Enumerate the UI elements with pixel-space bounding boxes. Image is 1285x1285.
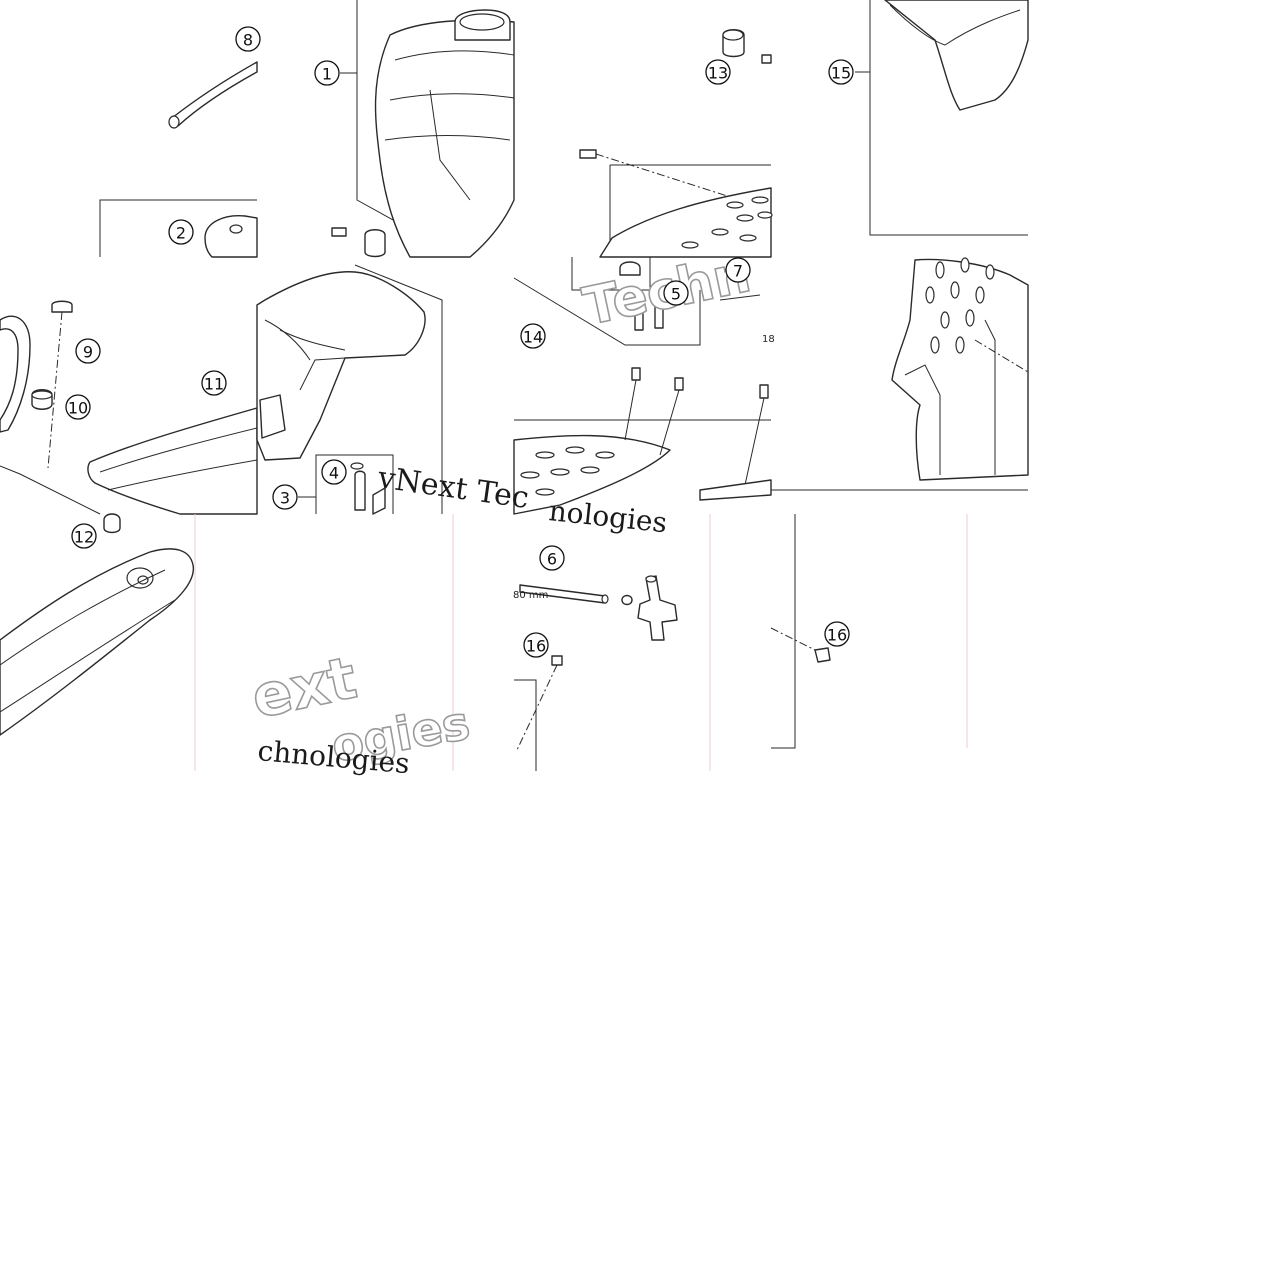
tile-shroud-top bbox=[855, 0, 1029, 236]
svg-text:14: 14 bbox=[523, 328, 543, 347]
tile-hose-cap bbox=[99, 61, 258, 258]
callout-7: 7 bbox=[725, 257, 751, 283]
grommet bbox=[354, 470, 366, 511]
filler-cap bbox=[204, 215, 258, 258]
callout-4: 4 bbox=[321, 459, 347, 485]
callout-11: 11 bbox=[201, 370, 227, 396]
tile-side-panel bbox=[256, 264, 443, 515]
callout-8: 8 bbox=[235, 26, 261, 52]
tile-fuel-tank bbox=[331, 0, 515, 258]
callout-2: 2 bbox=[168, 219, 194, 245]
callout-16b: 16 bbox=[824, 621, 850, 647]
svg-text:16: 16 bbox=[526, 637, 546, 656]
vent-hose bbox=[171, 61, 258, 127]
svg-text:5: 5 bbox=[671, 285, 681, 304]
svg-text:9: 9 bbox=[83, 343, 93, 362]
svg-text:12: 12 bbox=[74, 528, 94, 547]
fuel-tap bbox=[637, 575, 678, 641]
callout-15: 15 bbox=[828, 59, 854, 85]
fuel-pad bbox=[87, 407, 258, 515]
shroud bbox=[884, 0, 1029, 111]
rubber-bushing bbox=[364, 229, 386, 258]
callout-6: 6 bbox=[539, 545, 565, 571]
svg-text:16: 16 bbox=[827, 626, 847, 645]
tile-bolt bbox=[770, 514, 831, 749]
callout-12: 12 bbox=[71, 513, 121, 549]
callout-9: 9 bbox=[75, 338, 101, 364]
mount-bolt bbox=[631, 367, 641, 381]
skid-plate-holes bbox=[681, 196, 773, 249]
callout-16a: 16 bbox=[523, 632, 549, 658]
callout-3: 3 bbox=[272, 484, 298, 510]
hose-length-label: 80 mm bbox=[513, 590, 548, 601]
svg-text:11: 11 bbox=[204, 375, 224, 394]
svg-text:4: 4 bbox=[329, 464, 339, 483]
tile-skid-plate-top bbox=[579, 29, 773, 258]
tile-long-cover bbox=[0, 548, 195, 736]
bolt bbox=[619, 261, 641, 276]
dimension-fragment: 18 bbox=[762, 334, 775, 345]
skid-plate-lower-holes bbox=[520, 446, 615, 496]
bolt bbox=[579, 149, 597, 159]
svg-text:13: 13 bbox=[708, 64, 728, 83]
watermark-serif-b: nologies bbox=[547, 494, 668, 539]
hose-loop bbox=[0, 315, 31, 433]
bolt bbox=[551, 655, 563, 666]
svg-text:7: 7 bbox=[733, 262, 743, 281]
bolt bbox=[814, 647, 831, 663]
tile-hose-fitting bbox=[514, 575, 678, 771]
callout-5: 5 bbox=[663, 280, 689, 306]
side-cover bbox=[0, 548, 195, 736]
watermark-serif-a: vNext Tec bbox=[375, 460, 531, 516]
screw bbox=[51, 300, 73, 313]
svg-text:2: 2 bbox=[176, 224, 186, 243]
shroud-holes bbox=[925, 257, 995, 354]
tap-nut bbox=[103, 513, 121, 534]
callout-13: 13 bbox=[705, 59, 731, 85]
svg-text:8: 8 bbox=[243, 31, 253, 50]
perforated-shroud bbox=[891, 258, 1029, 481]
tile-skid-plate-bottom bbox=[513, 257, 772, 515]
callout-1: 1 bbox=[314, 60, 357, 86]
tile-seat-pad bbox=[0, 300, 258, 515]
hose-clamp bbox=[621, 594, 633, 606]
tile-shroud-bottom bbox=[771, 257, 1029, 491]
callout-14: 14 bbox=[520, 323, 546, 349]
svg-text:3: 3 bbox=[280, 489, 290, 508]
svg-text:6: 6 bbox=[547, 550, 557, 569]
svg-text:10: 10 bbox=[68, 399, 88, 418]
svg-text:1: 1 bbox=[322, 65, 332, 84]
side-panel bbox=[256, 271, 426, 461]
svg-text:15: 15 bbox=[831, 64, 851, 83]
tile-seams bbox=[194, 514, 968, 771]
callout-10: 10 bbox=[65, 394, 91, 420]
